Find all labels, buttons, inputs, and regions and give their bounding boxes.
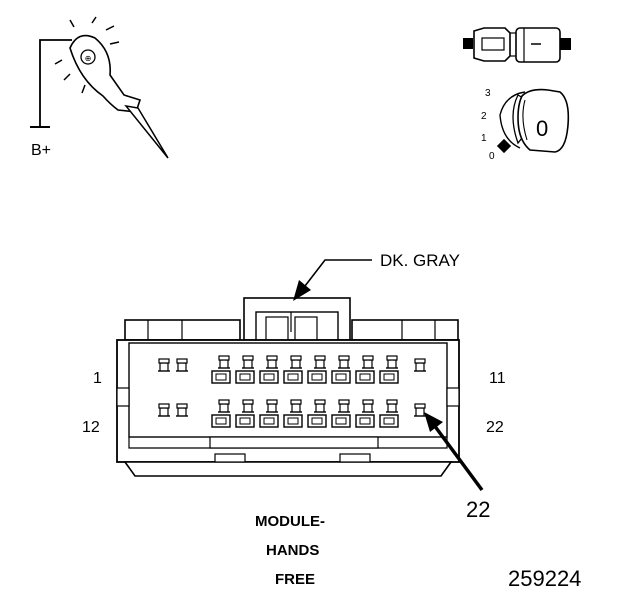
pin-22-arrow: [424, 412, 484, 492]
ignition-key-icon: [496, 88, 570, 154]
disconnect-connector-icon: [463, 27, 571, 63]
ignition-position-2: 2: [481, 111, 487, 122]
test-light-probe-icon: ⊕: [30, 16, 169, 159]
caption-line-1: MODULE-: [255, 513, 325, 530]
ignition-key-mark: 0: [536, 116, 549, 141]
ignition-position-3: 3: [485, 88, 491, 99]
pin-label-1: 1: [93, 370, 102, 387]
b-plus-label: B+: [31, 142, 52, 159]
hands-free-module-connector: [116, 297, 460, 477]
test-pin-callout: 22: [466, 497, 491, 522]
figure-id: 259224: [508, 566, 582, 591]
pin-label-22: 22: [486, 419, 504, 436]
pin-label-12: 12: [82, 419, 100, 436]
connector-color-label: DK. GRAY: [380, 251, 460, 270]
color-label-leader: [293, 259, 372, 301]
svg-text:⊕: ⊕: [85, 54, 92, 63]
ignition-position-0: 0: [489, 151, 495, 162]
ignition-position-1: 1: [481, 133, 487, 144]
caption-line-3: FREE: [275, 571, 316, 588]
pin-label-11: 11: [489, 370, 506, 387]
caption-line-2: HANDS: [266, 542, 320, 559]
